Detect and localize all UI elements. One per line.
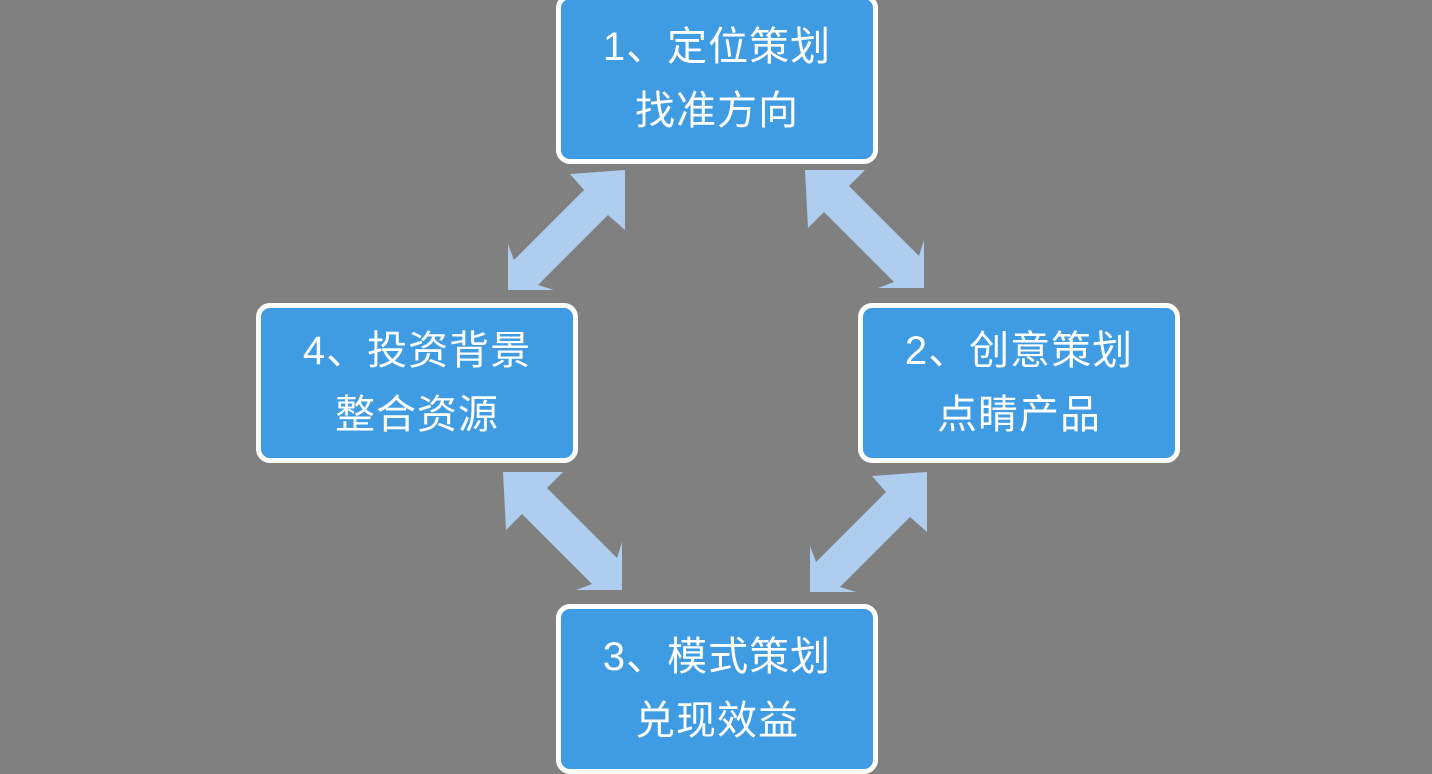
connector-top-to-right-double-arrow-icon [800,168,932,292]
node-right-line-1: 2、创意策划 [904,329,1134,373]
node-top[interactable]: 1、定位策划 找准方向 [556,0,878,164]
node-top-line-1: 1、定位策划 [602,25,832,69]
node-left-line-1: 4、投资背景 [302,329,532,373]
connector-bottom-to-left-double-arrow-icon [498,470,630,594]
node-bottom-line-1: 3、模式策划 [602,635,832,679]
connector-right-to-bottom-double-arrow-icon [800,470,932,594]
node-right-line-2: 点睛产品 [937,393,1101,437]
connector-left-to-top-double-arrow-icon [498,168,630,292]
node-top-line-2: 找准方向 [635,89,799,133]
node-bottom[interactable]: 3、模式策划 兑现效益 [556,604,878,774]
node-right[interactable]: 2、创意策划 点睛产品 [858,303,1180,463]
node-left[interactable]: 4、投资背景 整合资源 [256,303,578,463]
node-left-line-2: 整合资源 [335,393,499,437]
node-bottom-line-2: 兑现效益 [635,699,799,743]
